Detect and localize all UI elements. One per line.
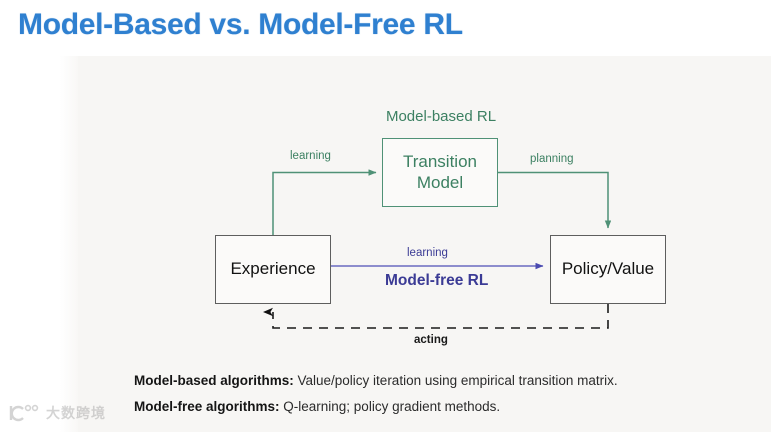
- edge-label-learning-green: learning: [290, 150, 331, 162]
- watermark-text: 大数跨境: [46, 405, 106, 421]
- caption-model-free: Model-free algorithms: Q-learning; polic…: [134, 399, 500, 414]
- page-title: Model-Based vs. Model-Free RL: [18, 8, 463, 41]
- node-experience-label: Experience: [230, 259, 316, 279]
- caption-model-based: Model-based algorithms: Value/policy ite…: [134, 373, 618, 388]
- edge-acting: [263, 304, 609, 329]
- node-policy-value[interactable]: Policy/Value: [550, 235, 666, 304]
- caption-model-based-text: Value/policy iteration using empirical t…: [293, 373, 618, 388]
- edge-label-learning-blue: learning: [407, 247, 448, 259]
- caption-model-free-term: Model-free algorithms:: [134, 399, 280, 414]
- edge-learning-green: [272, 169, 377, 235]
- panel-left-fade: [60, 56, 82, 432]
- edge-label-acting: acting: [414, 334, 448, 346]
- node-transition-model[interactable]: Transition Model: [382, 138, 498, 207]
- edge-label-planning: planning: [530, 153, 574, 165]
- node-transition-model-label: Transition Model: [403, 152, 477, 192]
- node-transition-model-label-line1: Transition: [402, 152, 477, 172]
- caption-model-free-text: Q-learning; policy gradient methods.: [279, 399, 501, 414]
- group-label-model-based-rl: Model-based RL: [385, 108, 497, 125]
- node-policy-value-label: Policy/Value: [561, 259, 655, 279]
- watermark: 大数跨境: [8, 403, 106, 423]
- node-transition-model-label-line2: Model: [416, 172, 464, 192]
- edge-label-model-free-rl: Model-free RL: [385, 272, 489, 289]
- caption-model-based-term: Model-based algorithms:: [134, 373, 294, 388]
- ic-logo-icon: [9, 404, 39, 422]
- node-experience[interactable]: Experience: [215, 235, 331, 304]
- edge-planning: [498, 171, 612, 229]
